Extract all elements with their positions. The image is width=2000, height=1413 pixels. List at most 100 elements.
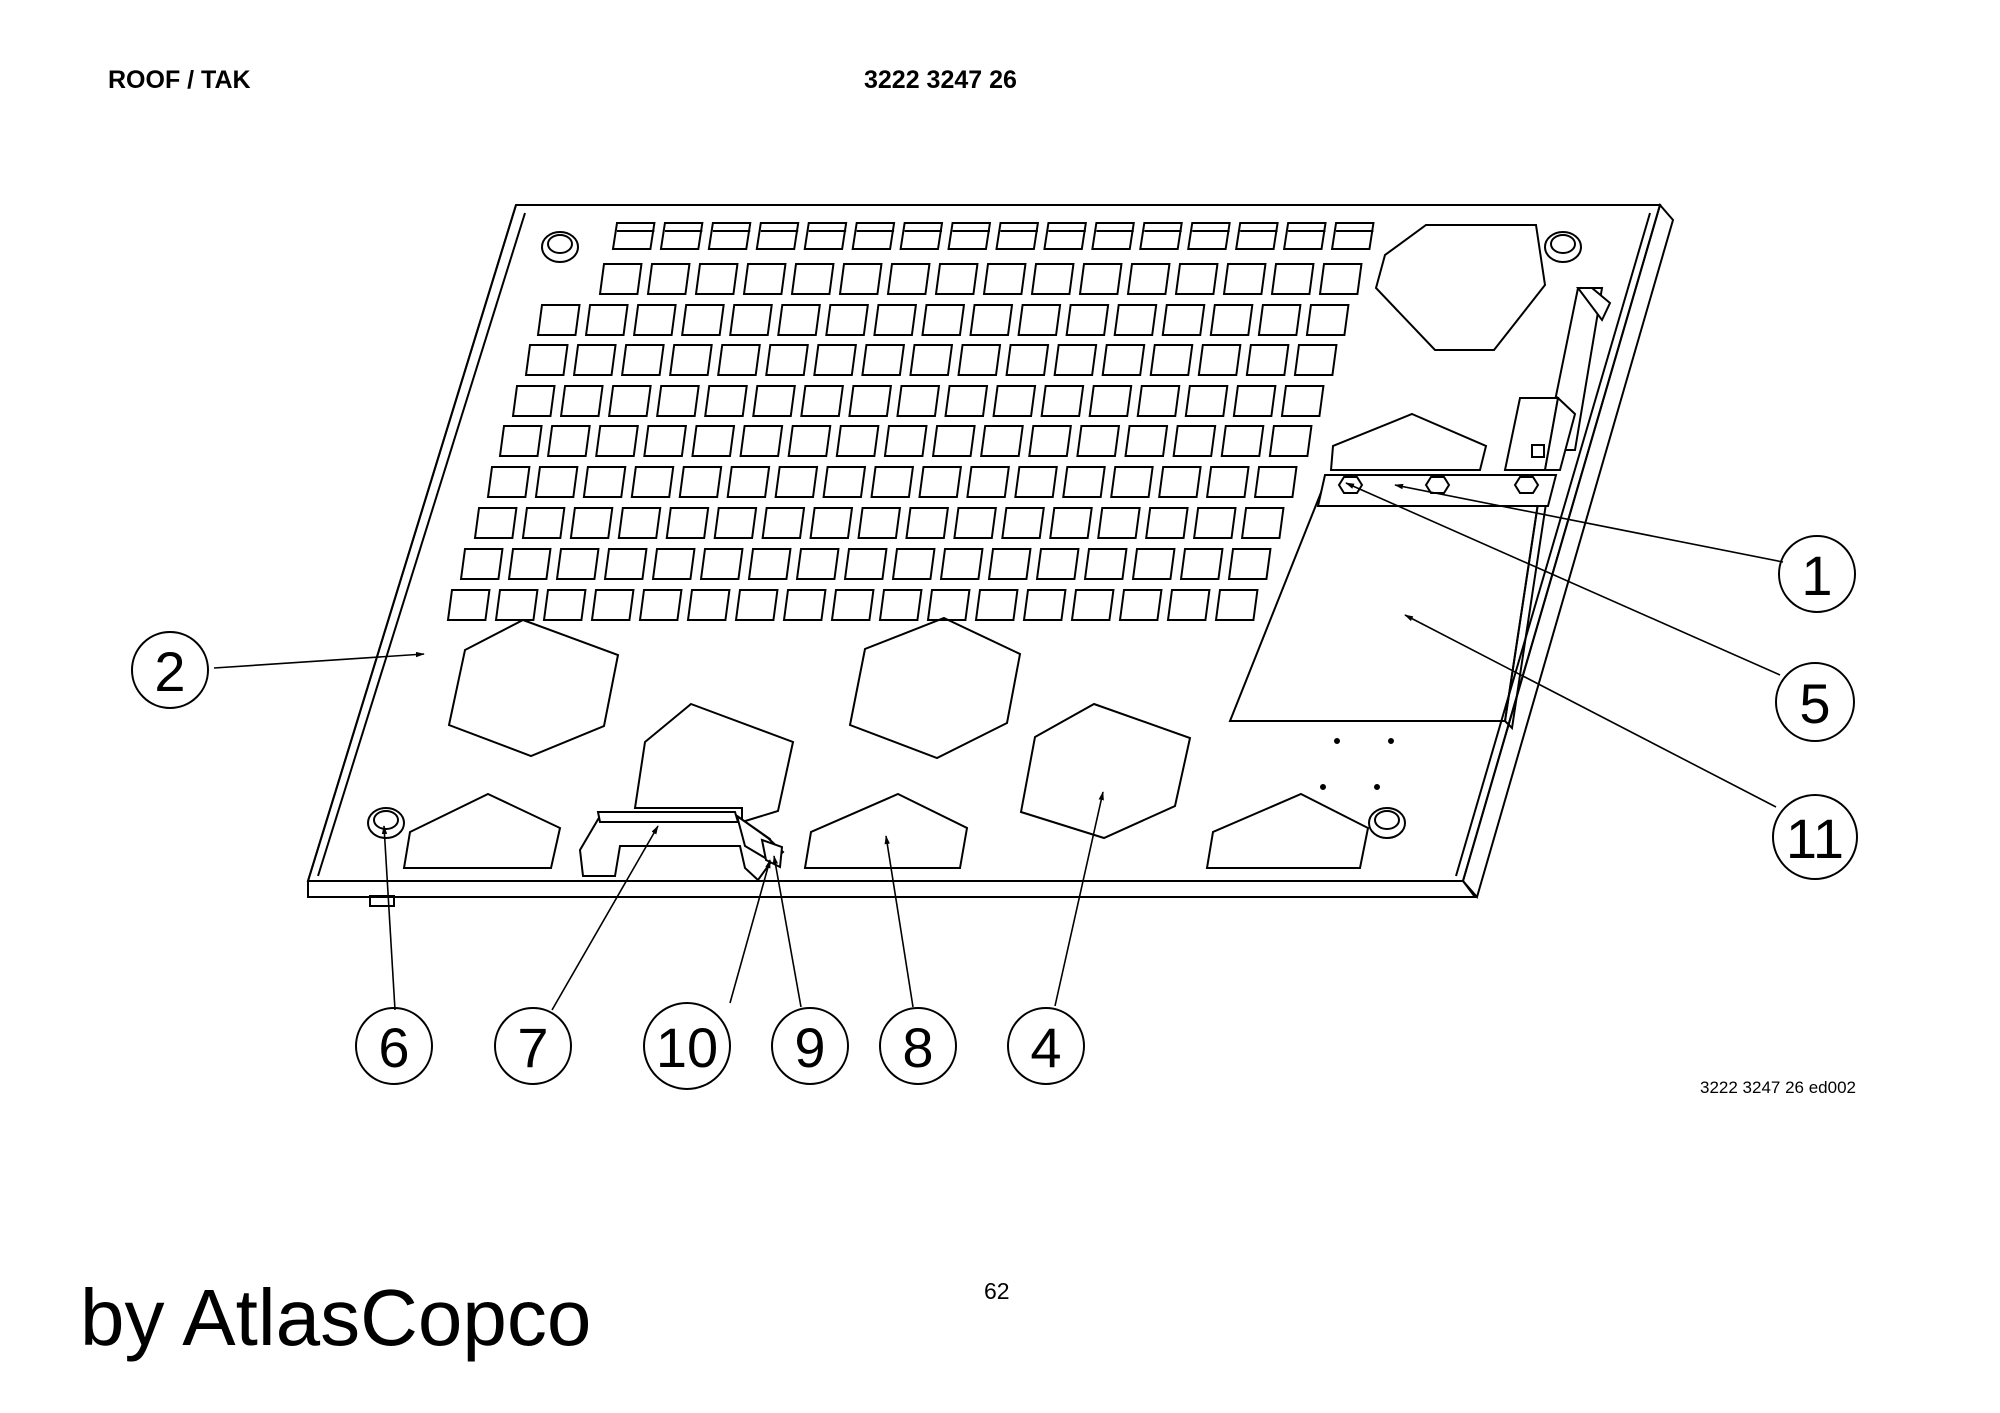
vent-slot [1097,507,1141,539]
vent-slot [729,304,773,336]
vent-slot [1139,222,1183,250]
handle [578,811,785,882]
vent-slot [691,425,736,457]
callout-8: 8 [879,1007,957,1085]
vent-slot [1253,466,1298,498]
vent-slot [704,385,748,417]
vent-slot [546,425,591,457]
callout-label: 1 [1801,544,1832,607]
vent-slot [931,425,976,457]
vent-slot [595,425,639,457]
vent-slot [507,548,552,580]
vent-slot [665,507,710,539]
vent-slot [1001,507,1045,539]
vent-slot [1197,344,1242,376]
vent-slot [926,589,971,621]
vent-slot [607,385,652,417]
vent-slot [630,466,675,498]
callout-label: 8 [902,1016,933,1079]
vent-slot [918,466,963,498]
vent-slot [795,548,840,580]
callout-6: 6 [355,1007,433,1085]
vent-slot [656,385,700,417]
vent-slot [861,344,906,376]
vent-slot [851,222,896,250]
vent-slot [1293,344,1338,376]
vent-slot [1222,263,1267,295]
vent-slot [1184,385,1229,417]
callout-1: 1 [1778,535,1856,613]
vent-slot [1174,263,1219,295]
vent-slot [584,304,629,336]
vent-slot [611,222,656,250]
vent-slot [1053,344,1098,376]
vent-slot [572,344,617,376]
callout-label: 11 [1786,807,1844,870]
vent-slot [1158,466,1202,498]
callout-label: 9 [794,1016,825,1079]
vent-slot [569,507,614,539]
vent-slot [717,344,761,376]
vent-slot [686,589,731,621]
vent-slot [934,263,979,295]
vent-slot [446,589,491,621]
vent-slot [1209,304,1254,336]
vent-slot [1318,263,1363,295]
vent-slot [1268,425,1313,457]
vent-slot [534,466,579,498]
vent-slot [905,507,950,539]
vent-slot [643,425,688,457]
vent-slot [1049,507,1093,539]
vent-slot [1017,304,1062,336]
vent-slot [939,548,984,580]
page-title: ROOF / TAK [108,66,251,94]
vent-slot [857,507,902,539]
vent-slot [835,425,880,457]
vent-slot [1083,548,1128,580]
bracket-upper [1503,287,1612,471]
vent-slot [774,466,819,498]
vent-slot [1118,589,1163,621]
vent-slot [1070,589,1115,621]
vent-slot [511,385,556,417]
vent-slot [848,385,893,417]
vent-slot [681,304,725,336]
vent-slot [1172,425,1217,457]
vent-slot [896,385,941,417]
vent-slot [883,425,928,457]
vent-slot [1205,466,1250,498]
vent-slot [980,425,1024,457]
vent-slot [498,425,543,457]
vent-slot [782,589,827,621]
callout-label: 7 [517,1016,548,1079]
vent-slot [651,548,696,580]
vent-slot [1028,425,1072,457]
vent-slot [521,507,566,539]
vent-slot [1282,222,1327,250]
vent-slot [995,222,1040,250]
vent-slot [1192,507,1237,539]
vent-slot [707,222,752,250]
callout-10: 10 [643,1002,731,1090]
vent-slot [1110,466,1154,498]
vent-slot [947,222,992,250]
vent-slot [803,222,848,250]
vent-slot [1330,222,1375,250]
vent-slot [1145,507,1189,539]
vent-slot [777,304,821,336]
vent-slot [1005,344,1050,376]
vent-slot [755,222,800,250]
vent-slot [459,548,504,580]
vent-slot [620,344,665,376]
ventilation-grille [446,222,1375,621]
vent-slot [1305,304,1350,336]
vent-slot [752,385,796,417]
vent-slot [1245,344,1290,376]
vent-slot [1270,263,1315,295]
callout-label: 5 [1799,672,1830,735]
callout-label: 6 [378,1016,409,1079]
vent-slot [1131,548,1176,580]
vent-slot [878,589,923,621]
vent-slot [825,304,869,336]
vent-slot [1078,263,1123,295]
